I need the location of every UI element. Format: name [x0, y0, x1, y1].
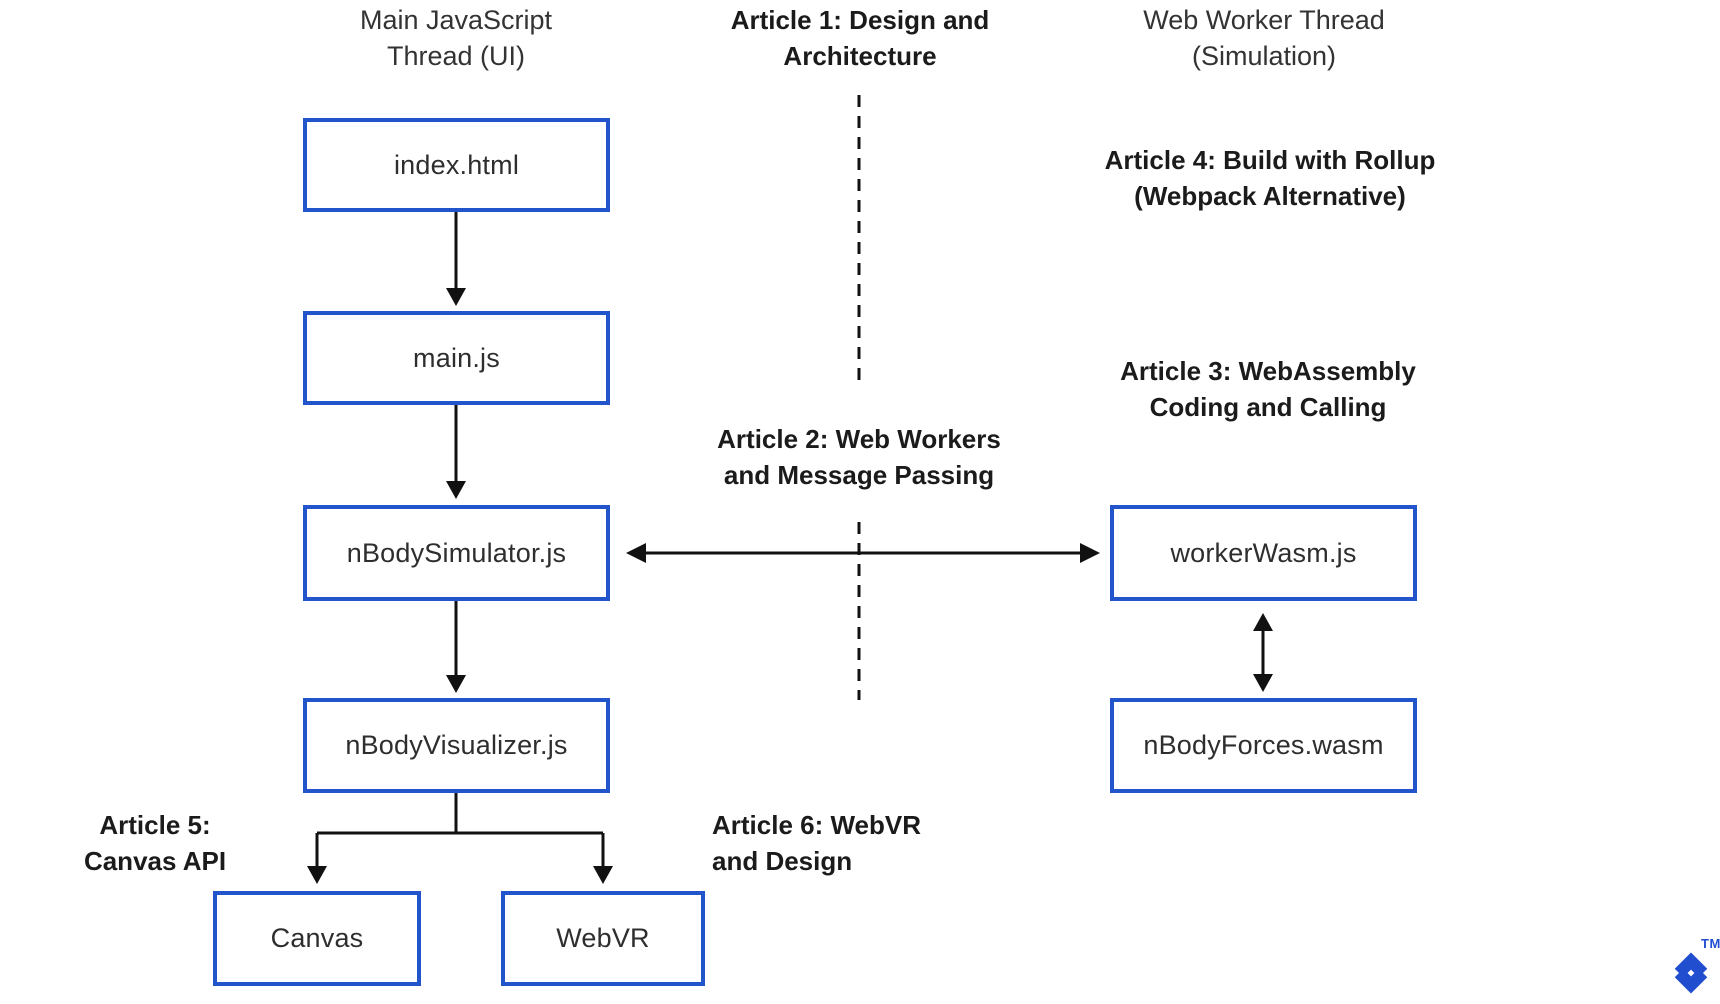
- toptal-logo: TM: [1668, 936, 1720, 1004]
- header-line: Article 1: Design and: [730, 5, 990, 35]
- label-article-4: Article 4: Build with Rollup (Webpack Al…: [1105, 142, 1436, 214]
- arrow-index-to-main: [446, 212, 466, 306]
- label-article-5: Article 5: Canvas API: [84, 807, 226, 879]
- header-main-js-thread: Main JavaScript Thread (UI): [360, 2, 552, 74]
- arrow-simulator-workerwasm-bidirectional: [626, 543, 1100, 563]
- toptal-mark-icon: [1674, 952, 1708, 994]
- label-article-6: Article 6: WebVR and Design: [712, 807, 921, 879]
- node-nbody-visualizer: nBodyVisualizer.js: [303, 698, 610, 793]
- node-main-js: main.js: [303, 311, 610, 405]
- label-line: Article 4: Build with Rollup: [1104, 145, 1436, 175]
- node-index-html: index.html: [303, 118, 610, 212]
- label-line: Article 3: WebAssembly: [1120, 356, 1416, 386]
- label-line: and Design: [712, 846, 853, 876]
- header-web-worker-thread: Web Worker Thread (Simulation): [1143, 2, 1385, 74]
- label-article-2: Article 2: Web Workers and Message Passi…: [717, 421, 1001, 493]
- label-line: Article 6: WebVR: [712, 810, 922, 840]
- label-line: Article 2: Web Workers: [717, 424, 1001, 454]
- header-line: (Simulation): [1191, 41, 1337, 71]
- label-line: Coding and Calling: [1149, 392, 1387, 422]
- header-line: Architecture: [783, 41, 937, 71]
- arrow-visualizer-branch: [307, 793, 613, 884]
- header-line: Thread (UI): [386, 41, 526, 71]
- header-line: Web Worker Thread: [1143, 5, 1385, 35]
- node-nbody-simulator: nBodySimulator.js: [303, 505, 610, 601]
- label-line: Canvas API: [83, 846, 227, 876]
- label-line: Article 5:: [99, 810, 211, 840]
- arrow-workerwasm-forces-bidirectional: [1253, 613, 1273, 692]
- label-line: (Webpack Alternative): [1134, 181, 1406, 211]
- arrow-simulator-to-visualizer: [446, 601, 466, 693]
- arrow-main-to-simulator: [446, 405, 466, 499]
- node-webvr: WebVR: [501, 891, 705, 986]
- label-article-3: Article 3: WebAssembly Coding and Callin…: [1120, 353, 1416, 425]
- header-line: Main JavaScript: [359, 5, 553, 35]
- node-worker-wasm: workerWasm.js: [1110, 505, 1417, 601]
- node-nbody-forces-wasm: nBodyForces.wasm: [1110, 698, 1417, 793]
- trademark-label: TM: [1701, 936, 1720, 951]
- node-canvas: Canvas: [213, 891, 421, 986]
- header-article-1: Article 1: Design and Architecture: [731, 2, 990, 74]
- label-line: and Message Passing: [723, 460, 995, 490]
